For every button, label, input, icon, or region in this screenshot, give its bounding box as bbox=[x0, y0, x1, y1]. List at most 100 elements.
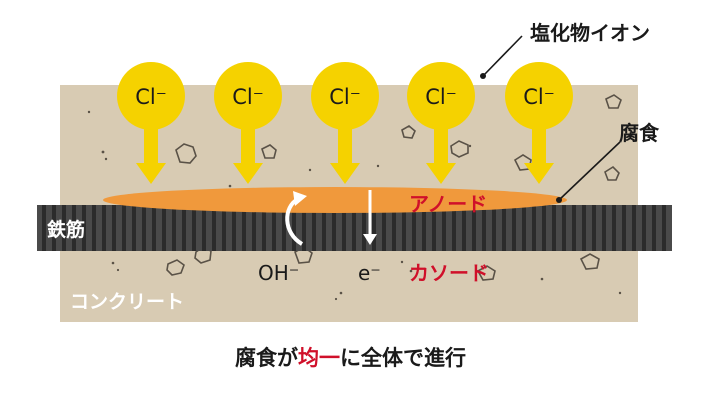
rebar-rib bbox=[632, 205, 636, 251]
rebar-rib bbox=[392, 205, 396, 251]
rebar-rib bbox=[342, 205, 346, 251]
ion-arrow-shaft bbox=[338, 120, 352, 165]
rebar-rib bbox=[202, 205, 206, 251]
rebar-rib bbox=[172, 205, 176, 251]
rebar-rib bbox=[582, 205, 586, 251]
rebar-rib bbox=[82, 205, 86, 251]
rebar-rib bbox=[92, 205, 96, 251]
cathode-label: カソード bbox=[409, 261, 489, 285]
caption-part1: 腐食が bbox=[235, 346, 298, 370]
rebar-rib bbox=[132, 205, 136, 251]
chloride-ion: Cl⁻ bbox=[117, 62, 185, 184]
rebar-rib bbox=[572, 205, 576, 251]
rebar-rib bbox=[622, 205, 626, 251]
rebar-rib bbox=[272, 205, 276, 251]
ion-arrow-shaft bbox=[241, 120, 255, 165]
rebar-label: 鉄筋 bbox=[47, 218, 85, 241]
rebar-rib bbox=[542, 205, 546, 251]
hydroxide-label: OH⁻ bbox=[258, 261, 299, 285]
ion-label: Cl⁻ bbox=[135, 85, 167, 109]
rebar-rib bbox=[652, 205, 656, 251]
ion-arrow-head bbox=[426, 163, 456, 184]
anode-label: アノード bbox=[409, 192, 487, 216]
rebar-rib bbox=[472, 205, 476, 251]
corrosion-leader-line bbox=[558, 141, 621, 201]
rebar-rib bbox=[302, 205, 306, 251]
rebar-rib bbox=[562, 205, 566, 251]
rebar-rib bbox=[192, 205, 196, 251]
rebar-rib bbox=[212, 205, 216, 251]
ion-circle bbox=[214, 62, 282, 130]
ion-label: Cl⁻ bbox=[523, 85, 555, 109]
electron-arrow-head bbox=[363, 234, 377, 245]
corrosion-zone bbox=[103, 187, 567, 213]
rebar-rib bbox=[72, 205, 76, 251]
ion-layer: Cl⁻Cl⁻Cl⁻Cl⁻Cl⁻ bbox=[117, 62, 573, 184]
rebar-rib bbox=[292, 205, 296, 251]
ion-arrow-head bbox=[524, 163, 554, 184]
ion-circle bbox=[407, 62, 475, 130]
chloride-leader-line bbox=[482, 35, 523, 77]
corrosion-label: 腐食 bbox=[619, 121, 660, 145]
electron-label: e⁻ bbox=[358, 261, 381, 285]
rebar-rib bbox=[52, 205, 56, 251]
rebar-rib bbox=[492, 205, 496, 251]
rebar-rib bbox=[522, 205, 526, 251]
rebar-rib bbox=[182, 205, 186, 251]
rebar-rib bbox=[532, 205, 536, 251]
rebar-rib bbox=[332, 205, 336, 251]
rebar-ribs bbox=[42, 205, 666, 251]
rebar-rib bbox=[662, 205, 666, 251]
rebar-rib bbox=[252, 205, 256, 251]
rebar-rib bbox=[112, 205, 116, 251]
rebar-rib bbox=[162, 205, 166, 251]
rebar-rib bbox=[502, 205, 506, 251]
rebar-rib bbox=[422, 205, 426, 251]
chloride-leader-dot bbox=[480, 73, 486, 79]
chloride-ion-label: 塩化物イオン bbox=[530, 21, 650, 45]
rebar-rib bbox=[552, 205, 556, 251]
chloride-ion: Cl⁻ bbox=[214, 62, 282, 184]
aggregate-stones bbox=[166, 94, 622, 281]
rebar-rib bbox=[462, 205, 466, 251]
rebar-rib bbox=[152, 205, 156, 251]
rebar-rib bbox=[402, 205, 406, 251]
rebar-rib bbox=[62, 205, 66, 251]
concrete-label: コンクリート bbox=[70, 291, 184, 313]
rebar-rib bbox=[442, 205, 446, 251]
rebar-rib bbox=[432, 205, 436, 251]
chloride-ion: Cl⁻ bbox=[505, 62, 573, 184]
ion-label: Cl⁻ bbox=[425, 85, 457, 109]
ion-label: Cl⁻ bbox=[232, 85, 264, 109]
rebar-rib bbox=[612, 205, 616, 251]
caption: 腐食が均一に全体で進行 bbox=[0, 342, 701, 372]
rebar-rib bbox=[452, 205, 456, 251]
rebar-rib bbox=[602, 205, 606, 251]
rebar-rib bbox=[592, 205, 596, 251]
ion-arrow-head bbox=[330, 163, 360, 184]
rebar-rib bbox=[352, 205, 356, 251]
ion-circle bbox=[311, 62, 379, 130]
rebar-rib bbox=[482, 205, 486, 251]
rebar-rib bbox=[232, 205, 236, 251]
rebar-rib bbox=[362, 205, 366, 251]
rebar-rib bbox=[412, 205, 416, 251]
rebar-rib bbox=[382, 205, 386, 251]
rebar-rib bbox=[512, 205, 516, 251]
corrosion-leader-dot bbox=[556, 197, 562, 203]
ion-arrow-shaft bbox=[144, 120, 158, 165]
rebar-rib bbox=[42, 205, 46, 251]
rebar-rib bbox=[262, 205, 266, 251]
caption-highlight: 均一 bbox=[298, 346, 340, 370]
rebar-rib bbox=[142, 205, 146, 251]
rebar-rib bbox=[282, 205, 286, 251]
curved-arrow bbox=[285, 197, 304, 246]
ion-circle bbox=[117, 62, 185, 130]
ion-arrow-head bbox=[136, 163, 166, 184]
ion-arrow-head bbox=[233, 163, 263, 184]
rebar-rib bbox=[242, 205, 246, 251]
rebar-rib bbox=[372, 205, 376, 251]
rebar-rib bbox=[642, 205, 646, 251]
caption-part2: に全体で進行 bbox=[340, 346, 466, 370]
